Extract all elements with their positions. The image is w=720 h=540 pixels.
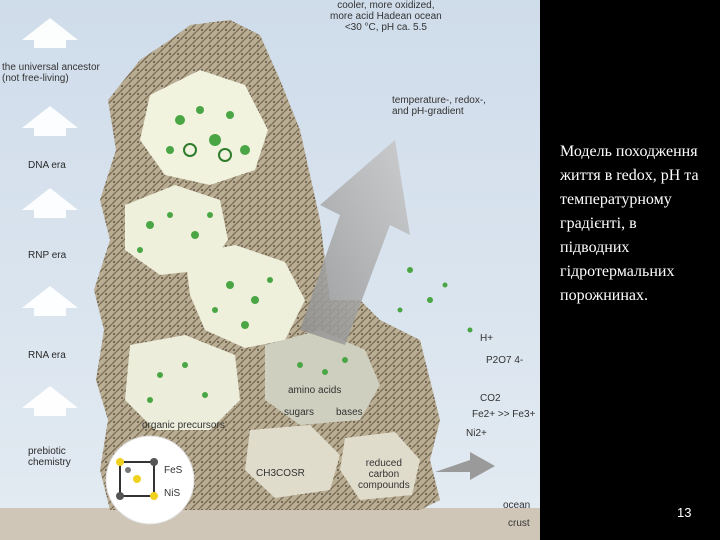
up-arrow: [22, 286, 78, 316]
up-arrow: [22, 188, 78, 218]
diagram-graphic: [0, 0, 540, 540]
ch3cosr-label: CH3COSR: [256, 468, 305, 479]
compartment: [140, 70, 268, 185]
ocean-conditions-label: cooler, more oxidized, more acid Hadean …: [330, 0, 442, 33]
inflow-arrow: [435, 452, 495, 480]
page-number: 13: [677, 505, 692, 520]
compartment: [125, 335, 240, 430]
organic-precursors-label: organic precursors: [142, 420, 225, 431]
pyrophosphate-label: P2O7 4-: [486, 355, 524, 366]
bases-label: bases: [336, 407, 363, 418]
co2-label: CO2: [480, 393, 501, 404]
caption-panel: [540, 0, 720, 540]
up-arrow: [22, 386, 78, 416]
fes-label: FeS: [164, 465, 183, 476]
slide-caption: Модель походження життя в redox, pH та т…: [560, 143, 699, 304]
universal-ancestor-label: the universal ancestor (not free-living): [2, 62, 100, 84]
nickel-label: Ni2+: [466, 428, 487, 439]
up-arrow: [22, 106, 78, 136]
era-label-dna: DNA era: [28, 160, 66, 171]
compartment: [265, 330, 380, 425]
compartments: [125, 70, 420, 500]
nis-label: NiS: [164, 488, 181, 499]
compartment: [245, 425, 340, 498]
iron-couple-label: Fe2+ >> Fe3+: [472, 409, 536, 420]
crust-label: crust: [508, 518, 530, 529]
era-label-prebiotic: prebiotic chemistry: [28, 446, 71, 468]
compartment: [185, 245, 305, 348]
gradient-arrow: [300, 140, 410, 345]
up-arrow: [22, 18, 78, 48]
compartment: [340, 432, 420, 500]
reduced-carbon-label: reduced carbon compounds: [358, 458, 410, 491]
sugars-label: sugars: [284, 407, 315, 418]
ocean-label: ocean: [503, 500, 531, 511]
era-label-rnp: RNP era: [28, 250, 67, 261]
proton-label: H+: [480, 333, 494, 344]
gradient-label: temperature-, redox-, and pH-gradient: [392, 95, 486, 117]
crust-band: [0, 508, 540, 540]
amino-acids-label: amino acids: [288, 385, 342, 396]
green-molecules: [137, 106, 473, 403]
cluster-icon: [116, 458, 158, 500]
fes-nis-inset: [105, 435, 195, 525]
era-arrows: [22, 18, 78, 416]
origin-of-life-diagram: cooler, more oxidized, more acid Hadean …: [0, 0, 540, 540]
era-label-rna: RNA era: [28, 350, 66, 361]
